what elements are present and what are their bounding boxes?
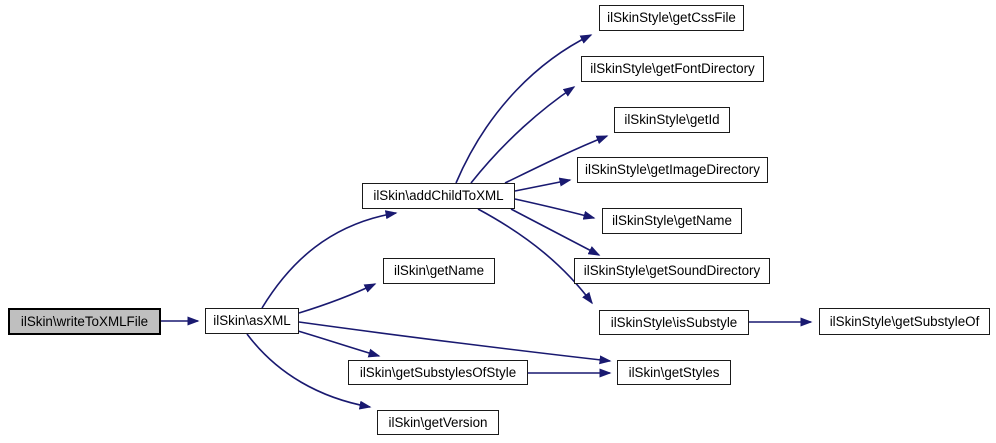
graph-node-label: ilSkin\getVersion [388,414,488,430]
graph-node-label: ilSkinStyle\isSubstyle [610,314,738,330]
graph-node-label: ilSkin\getName [393,263,485,279]
call-edge-addChildToXML-to-getCssFile [455,34,593,184]
call-edge-addChildToXML-to-getImageDirectory [514,177,572,192]
call-edge-addChildToXML-to-getSoundDirectory [510,208,601,256]
graph-node-getSubstyleOf[interactable]: ilSkinStyle\getSubstyleOf [819,308,990,335]
graph-node-getSubstylesOfStyle[interactable]: ilSkin\getSubstylesOfStyle [348,360,528,385]
graph-node-label: ilSkinStyle\getCssFile [607,10,736,26]
graph-node-addChildToXML[interactable]: ilSkin\addChildToXML [362,183,515,209]
graph-node-getImageDirectory[interactable]: ilSkinStyle\getImageDirectory [577,157,768,183]
graph-node-getFontDirectory[interactable]: ilSkinStyle\getFontDirectory [581,56,764,82]
graph-node-isSubstyle[interactable]: ilSkinStyle\isSubstyle [599,310,749,335]
graph-node-label: ilSkin\asXML [213,313,291,329]
call-edge-asXML-to-skinGetName [298,283,377,314]
graph-node-label: ilSkin\writeToXMLFile [20,313,149,329]
graph-node-skinGetName[interactable]: ilSkin\getName [383,258,495,284]
call-edge-asXML-to-getVersion [246,333,372,410]
graph-node-getCssFile[interactable]: ilSkinStyle\getCssFile [599,5,744,31]
call-edge-addChildToXML-to-getFontDirectory [470,86,576,184]
call-edge-asXML-to-addChildToXML [261,210,398,309]
graph-node-label: ilSkinStyle\getSoundDirectory [583,263,761,279]
graph-node-asXML[interactable]: ilSkin\asXML [205,308,299,334]
graph-node-getId[interactable]: ilSkinStyle\getId [614,107,730,133]
graph-node-label: ilSkin\getStyles [628,364,720,380]
call-edge-addChildToXML-to-isSubstyle [477,208,593,305]
graph-node-getVersion[interactable]: ilSkin\getVersion [377,410,499,435]
graph-node-label: ilSkinStyle\getId [624,112,720,128]
graph-node-label: ilSkin\getSubstylesOfStyle [359,364,517,380]
graph-node-label: ilSkin\addChildToXML [373,188,504,204]
graph-node-getSoundDirectory[interactable]: ilSkinStyle\getSoundDirectory [574,258,770,284]
graph-node-styleGetName[interactable]: ilSkinStyle\getName [602,208,742,234]
call-edge-asXML-to-getStyles [298,321,612,365]
graph-node-label: ilSkinStyle\getImageDirectory [585,162,760,178]
call-edge-addChildToXML-to-getId [504,135,609,184]
graph-node-writeToXMLFile: ilSkin\writeToXMLFile [8,308,161,335]
graph-node-label: ilSkinStyle\getName [612,213,732,229]
graph-node-label: ilSkinStyle\getFontDirectory [590,61,755,77]
call-edge-addChildToXML-to-styleGetName [514,198,596,220]
graph-node-label: ilSkinStyle\getSubstyleOf [829,313,980,329]
graph-node-getStyles[interactable]: ilSkin\getStyles [617,360,731,385]
call-edge-asXML-to-getSubstylesOfStyle [297,330,381,358]
